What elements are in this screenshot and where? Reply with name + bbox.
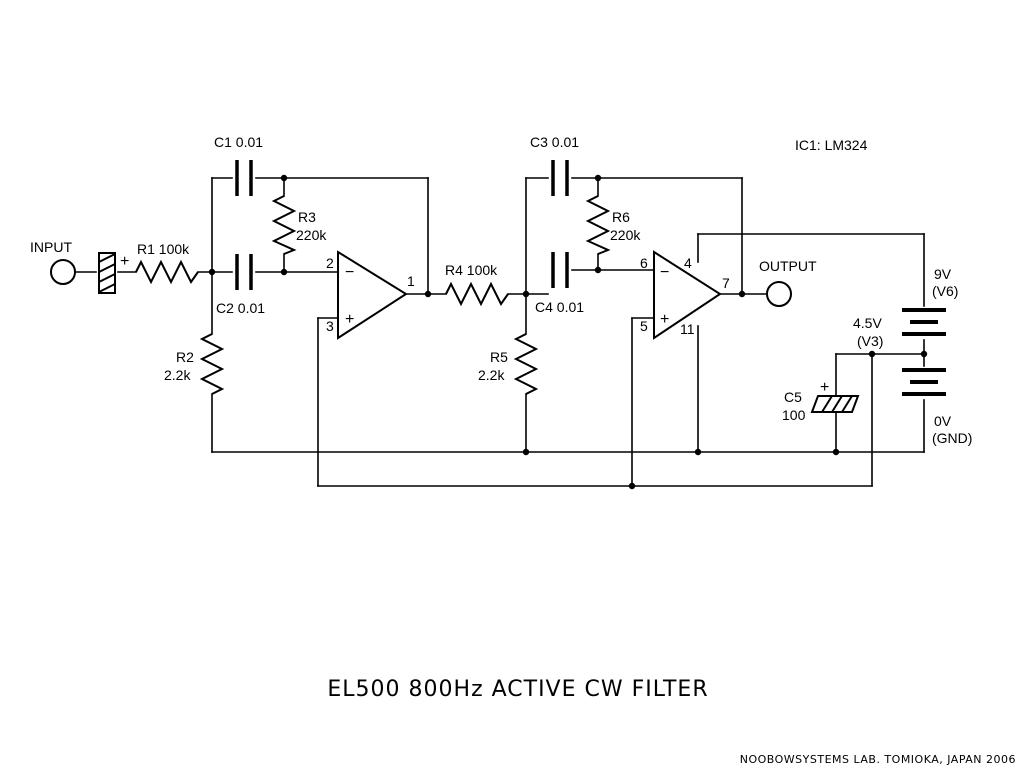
c5-value: 100: [782, 407, 806, 423]
resistor-r1: [135, 259, 199, 285]
junction-dots: [208, 174, 928, 490]
resistor-r6: [585, 195, 611, 255]
v9-name: (V6): [932, 283, 958, 299]
capacitor-c2: [235, 254, 253, 290]
output-terminal: [766, 281, 792, 307]
op-amp-2: [653, 250, 722, 340]
resistor-r3: [271, 195, 297, 255]
c5-name: C5: [784, 389, 802, 405]
resistor-r2: [199, 333, 225, 395]
wires: [75, 177, 925, 487]
pin-2: 2: [326, 255, 334, 271]
r6-value: 220k: [610, 227, 641, 243]
capacitor-c3: [551, 160, 569, 196]
pin-6: 6: [640, 255, 648, 271]
pin-5: 5: [640, 318, 648, 334]
output-label: OUTPUT: [759, 258, 817, 274]
input-coupling-capacitor: [98, 252, 116, 294]
pin-4: 4: [684, 255, 692, 271]
v0-name: (GND): [932, 430, 972, 446]
c2-label: C2 0.01: [216, 300, 265, 316]
op-amp-1-plus: +: [345, 311, 354, 328]
c3-label: C3 0.01: [530, 134, 579, 150]
v0-label: 0V: [934, 413, 952, 429]
r2-name: R2: [176, 349, 194, 365]
op-amp-2-plus: +: [660, 311, 669, 328]
resistor-r4: [445, 281, 509, 307]
diagram-title: EL500 800Hz ACTIVE CW FILTER: [327, 677, 708, 702]
capacitor-c5: [810, 395, 860, 413]
c4-label: C4 0.01: [535, 299, 584, 315]
pin-11: 11: [680, 321, 695, 337]
ic-label: IC1: LM324: [795, 137, 868, 153]
input-terminal: [50, 259, 76, 285]
r6-name: R6: [612, 209, 630, 225]
battery-upper: [902, 308, 946, 336]
credit-line: NOOBOWSYSTEMS LAB. TOMIOKA, JAPAN 2006: [740, 753, 1016, 766]
c1-label: C1 0.01: [214, 134, 263, 150]
capacitor-c4: [551, 252, 569, 288]
r3-name: R3: [298, 209, 316, 225]
op-amp-1-minus: −: [345, 264, 354, 281]
r4-label: R4 100k: [445, 262, 498, 278]
resistor-r5: [513, 333, 539, 395]
battery-lower: [902, 368, 946, 396]
input-cap-plus: +: [120, 253, 129, 270]
pin-1: 1: [407, 273, 415, 289]
r3-value: 220k: [296, 227, 327, 243]
r5-value: 2.2k: [478, 367, 505, 383]
c5-plus: +: [820, 379, 829, 396]
pin-3: 3: [326, 318, 334, 334]
op-amp-1: [337, 250, 408, 340]
capacitor-c1: [235, 160, 253, 196]
v45-name: (V3): [857, 333, 883, 349]
input-label: INPUT: [30, 239, 72, 255]
r2-value: 2.2k: [164, 367, 191, 383]
v9-label: 9V: [934, 266, 952, 282]
r1-label: R1 100k: [137, 241, 190, 257]
op-amp-2-minus: −: [660, 264, 669, 281]
pin-7: 7: [722, 275, 730, 291]
r5-name: R5: [490, 349, 508, 365]
v45-label: 4.5V: [853, 315, 882, 331]
